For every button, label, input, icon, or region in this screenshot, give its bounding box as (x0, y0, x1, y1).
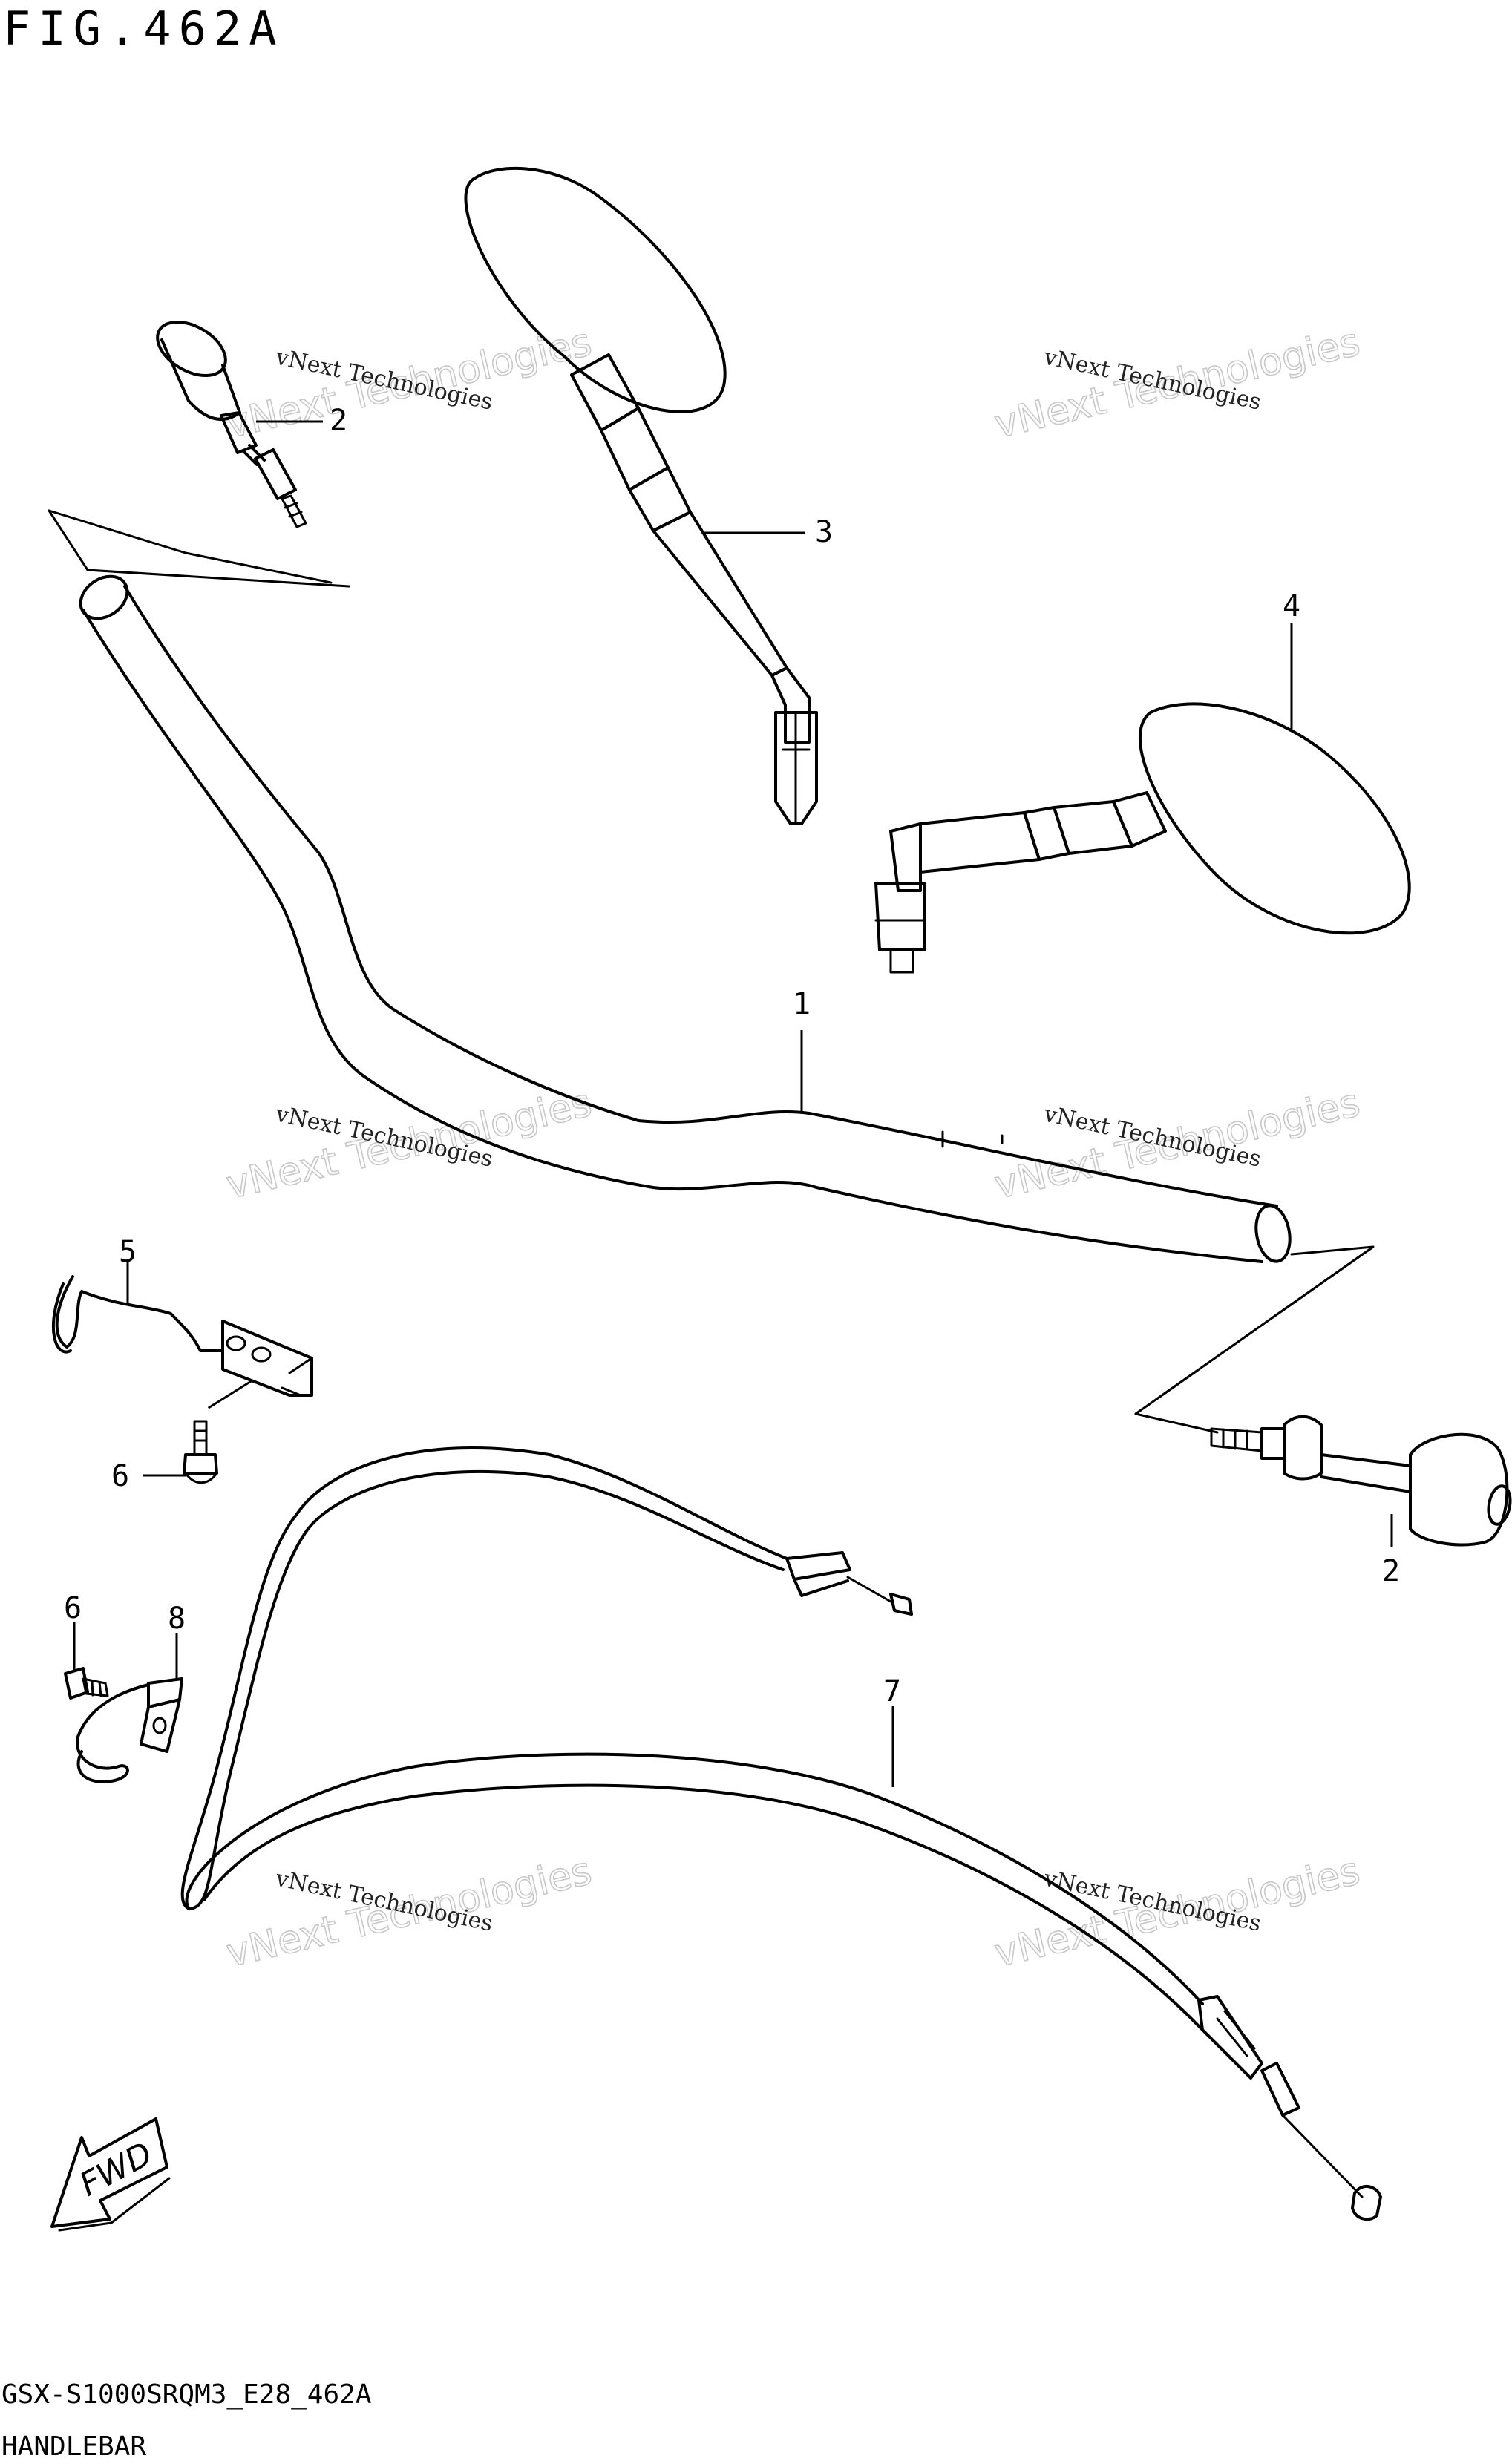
watermark-2: vNext Technologies vNext Technologies (990, 319, 1365, 448)
callout-7: 7 (883, 1674, 901, 1708)
part-7-cable (180, 1446, 1382, 2221)
model-code: GSX-S1000SRQM3_E28_462A (1, 2379, 372, 2410)
break-line-right-dash (1135, 1245, 1374, 1415)
part-4-right-mirror (874, 702, 1411, 974)
dash-5-to-6 (198, 1379, 253, 1415)
callout-4: 4 (1283, 589, 1300, 623)
callout-2-right: 2 (1382, 1554, 1400, 1588)
part-6-bolt-upper (183, 1420, 218, 1484)
fwd-arrow: FWD (50, 2117, 171, 2232)
callout-3: 3 (815, 515, 833, 549)
callout-2-left: 2 (330, 404, 347, 438)
break-line-left-mid (184, 551, 350, 588)
part-2-right-bar-end (1210, 1415, 1512, 1547)
watermark-6: vNext Technologies vNext Technologies (990, 1848, 1365, 1976)
part-5-bracket (52, 1275, 313, 1397)
part-1-handlebar (79, 574, 1292, 1263)
section-name: HANDLEBAR (1, 2431, 146, 2462)
figure-title: FIG.462A (3, 1, 284, 56)
break-line-left-bracket (48, 509, 350, 588)
callout-6-upper: 6 (111, 1459, 129, 1493)
callout-5: 5 (119, 1235, 137, 1269)
break-line-right-bottom (1134, 1412, 1219, 1434)
watermark-3: vNext Technologies vNext Technologies (222, 1080, 597, 1208)
watermark-1: vNext Technologies vNext Technologies (222, 319, 597, 448)
break-line-left-top (48, 509, 187, 554)
callout-8: 8 (168, 1602, 186, 1636)
part-2-left-bar-end (156, 320, 307, 528)
part-8-small-bracket (76, 1677, 183, 1783)
callout-1: 1 (793, 987, 811, 1021)
callout-6-lower: 6 (64, 1591, 82, 1625)
watermark-5: vNext Technologies vNext Technologies (222, 1848, 597, 1976)
part-6-bolt-lower (64, 1667, 109, 1700)
part-3-left-mirror (464, 166, 818, 825)
